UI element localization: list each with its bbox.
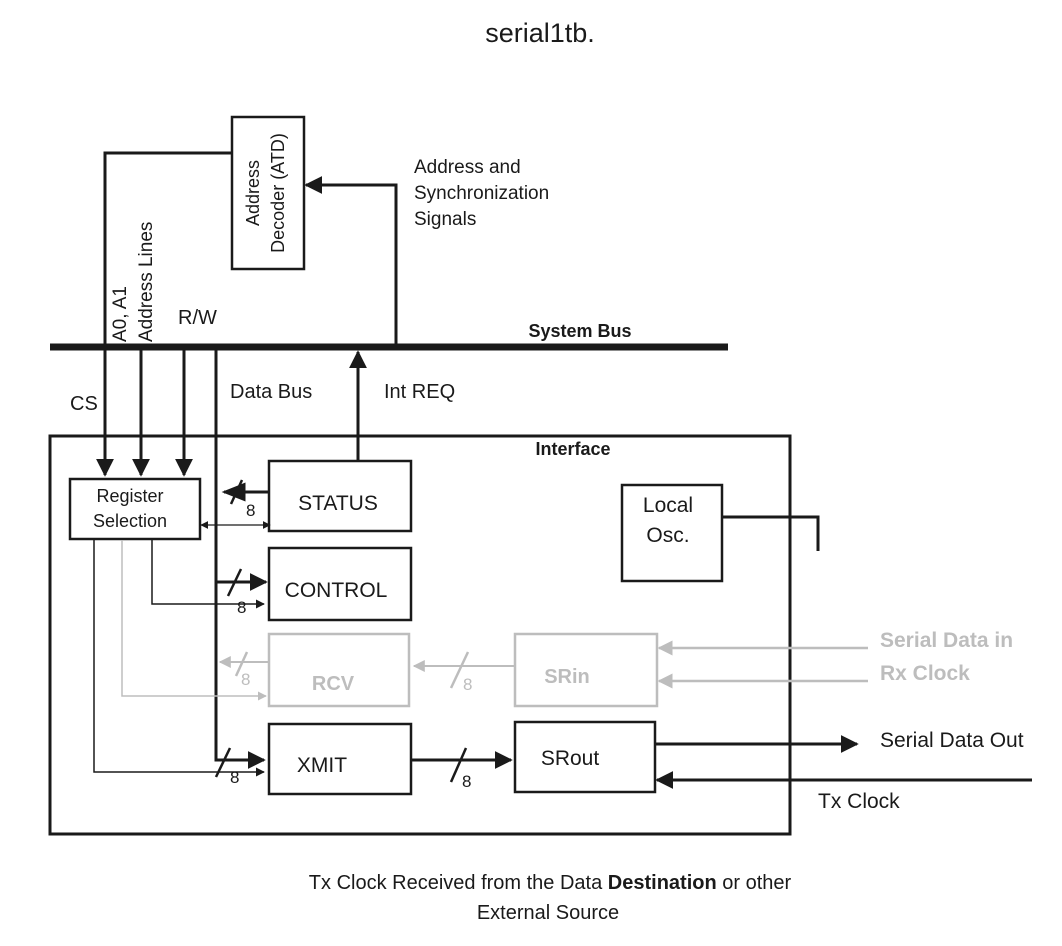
tx-clock-label: Tx Clock: [818, 790, 900, 813]
srout-register-box: [513, 720, 657, 794]
xmit-srout-width-label: 8: [462, 772, 471, 791]
rcv-register-box: [267, 632, 411, 708]
cs-label: CS: [70, 393, 98, 415]
address-lines-label: Address Lines: [136, 222, 157, 342]
control-width-slash: [226, 568, 243, 597]
data-bus-label: Data Bus: [230, 381, 312, 403]
rcv-register-label: RCV: [312, 673, 355, 695]
address-sync-arrow: [304, 176, 398, 347]
local-osc-label-1: Local: [643, 494, 693, 517]
xmit-register-box: [267, 722, 413, 796]
local-osc-label-2: Osc.: [646, 524, 689, 547]
rcv-width-slash: [234, 651, 249, 677]
register-to-xmit-line: [93, 540, 265, 777]
rw-label: R/W: [178, 307, 217, 329]
srin-width-slash: [449, 651, 470, 689]
register-selection-label-1: Register: [96, 486, 163, 506]
caption-line-2: External Source: [477, 902, 619, 924]
srin-register-label: SRin: [544, 666, 590, 688]
caption-line-1: Tx Clock Received from the Data Destinat…: [309, 872, 792, 894]
register-to-rcv-line: [121, 540, 267, 701]
status-width-label: 8: [246, 501, 255, 520]
register-selection-label-2: Selection: [93, 511, 167, 531]
register-selection-box: [68, 477, 202, 541]
address-sync-label-2: Synchronization: [414, 183, 549, 204]
xmit-register-label: XMIT: [297, 754, 347, 777]
local-osc-box: [620, 483, 724, 583]
a0-a1-label: A0, A1: [110, 286, 131, 342]
status-width-slash: [229, 479, 244, 505]
address-decoder-box: [230, 115, 306, 271]
srin-register-box: [513, 632, 659, 708]
local-osc-output-line: [722, 515, 820, 551]
address-decoder-label-1: Address: [243, 160, 263, 226]
control-width-label: 8: [237, 598, 246, 617]
xmit-width-label: 8: [230, 768, 239, 787]
cs-line: [96, 151, 232, 477]
interface-boundary: [48, 434, 792, 836]
address-decoder-label-2: Decoder (ATD): [268, 133, 288, 253]
address-sync-label-3: Signals: [414, 209, 476, 230]
int-req-label: Int REQ: [384, 381, 455, 403]
srin-width-label: 8: [463, 675, 472, 694]
databus-to-xmit-arrow: [214, 751, 266, 769]
srout-register-label: SRout: [541, 747, 600, 770]
status-register-box: [267, 459, 413, 533]
address-sync-label-1: Address and: [414, 157, 521, 178]
diagram-title: serial1tb.: [485, 18, 595, 48]
control-register-label: CONTROL: [285, 579, 388, 602]
system-bus-label: System Bus: [528, 321, 631, 341]
rcv-width-label: 8: [241, 670, 250, 689]
rx-clock-label: Rx Clock: [880, 662, 970, 685]
control-register-box: [267, 546, 413, 622]
serial-data-in-label: Serial Data in: [880, 629, 1013, 652]
register-to-control-line: [151, 540, 265, 609]
status-register-label: STATUS: [298, 492, 378, 515]
xmit-srout-width-slash: [449, 747, 468, 783]
interface-label: Interface: [535, 439, 610, 459]
serial-data-out-label: Serial Data Out: [880, 729, 1024, 752]
